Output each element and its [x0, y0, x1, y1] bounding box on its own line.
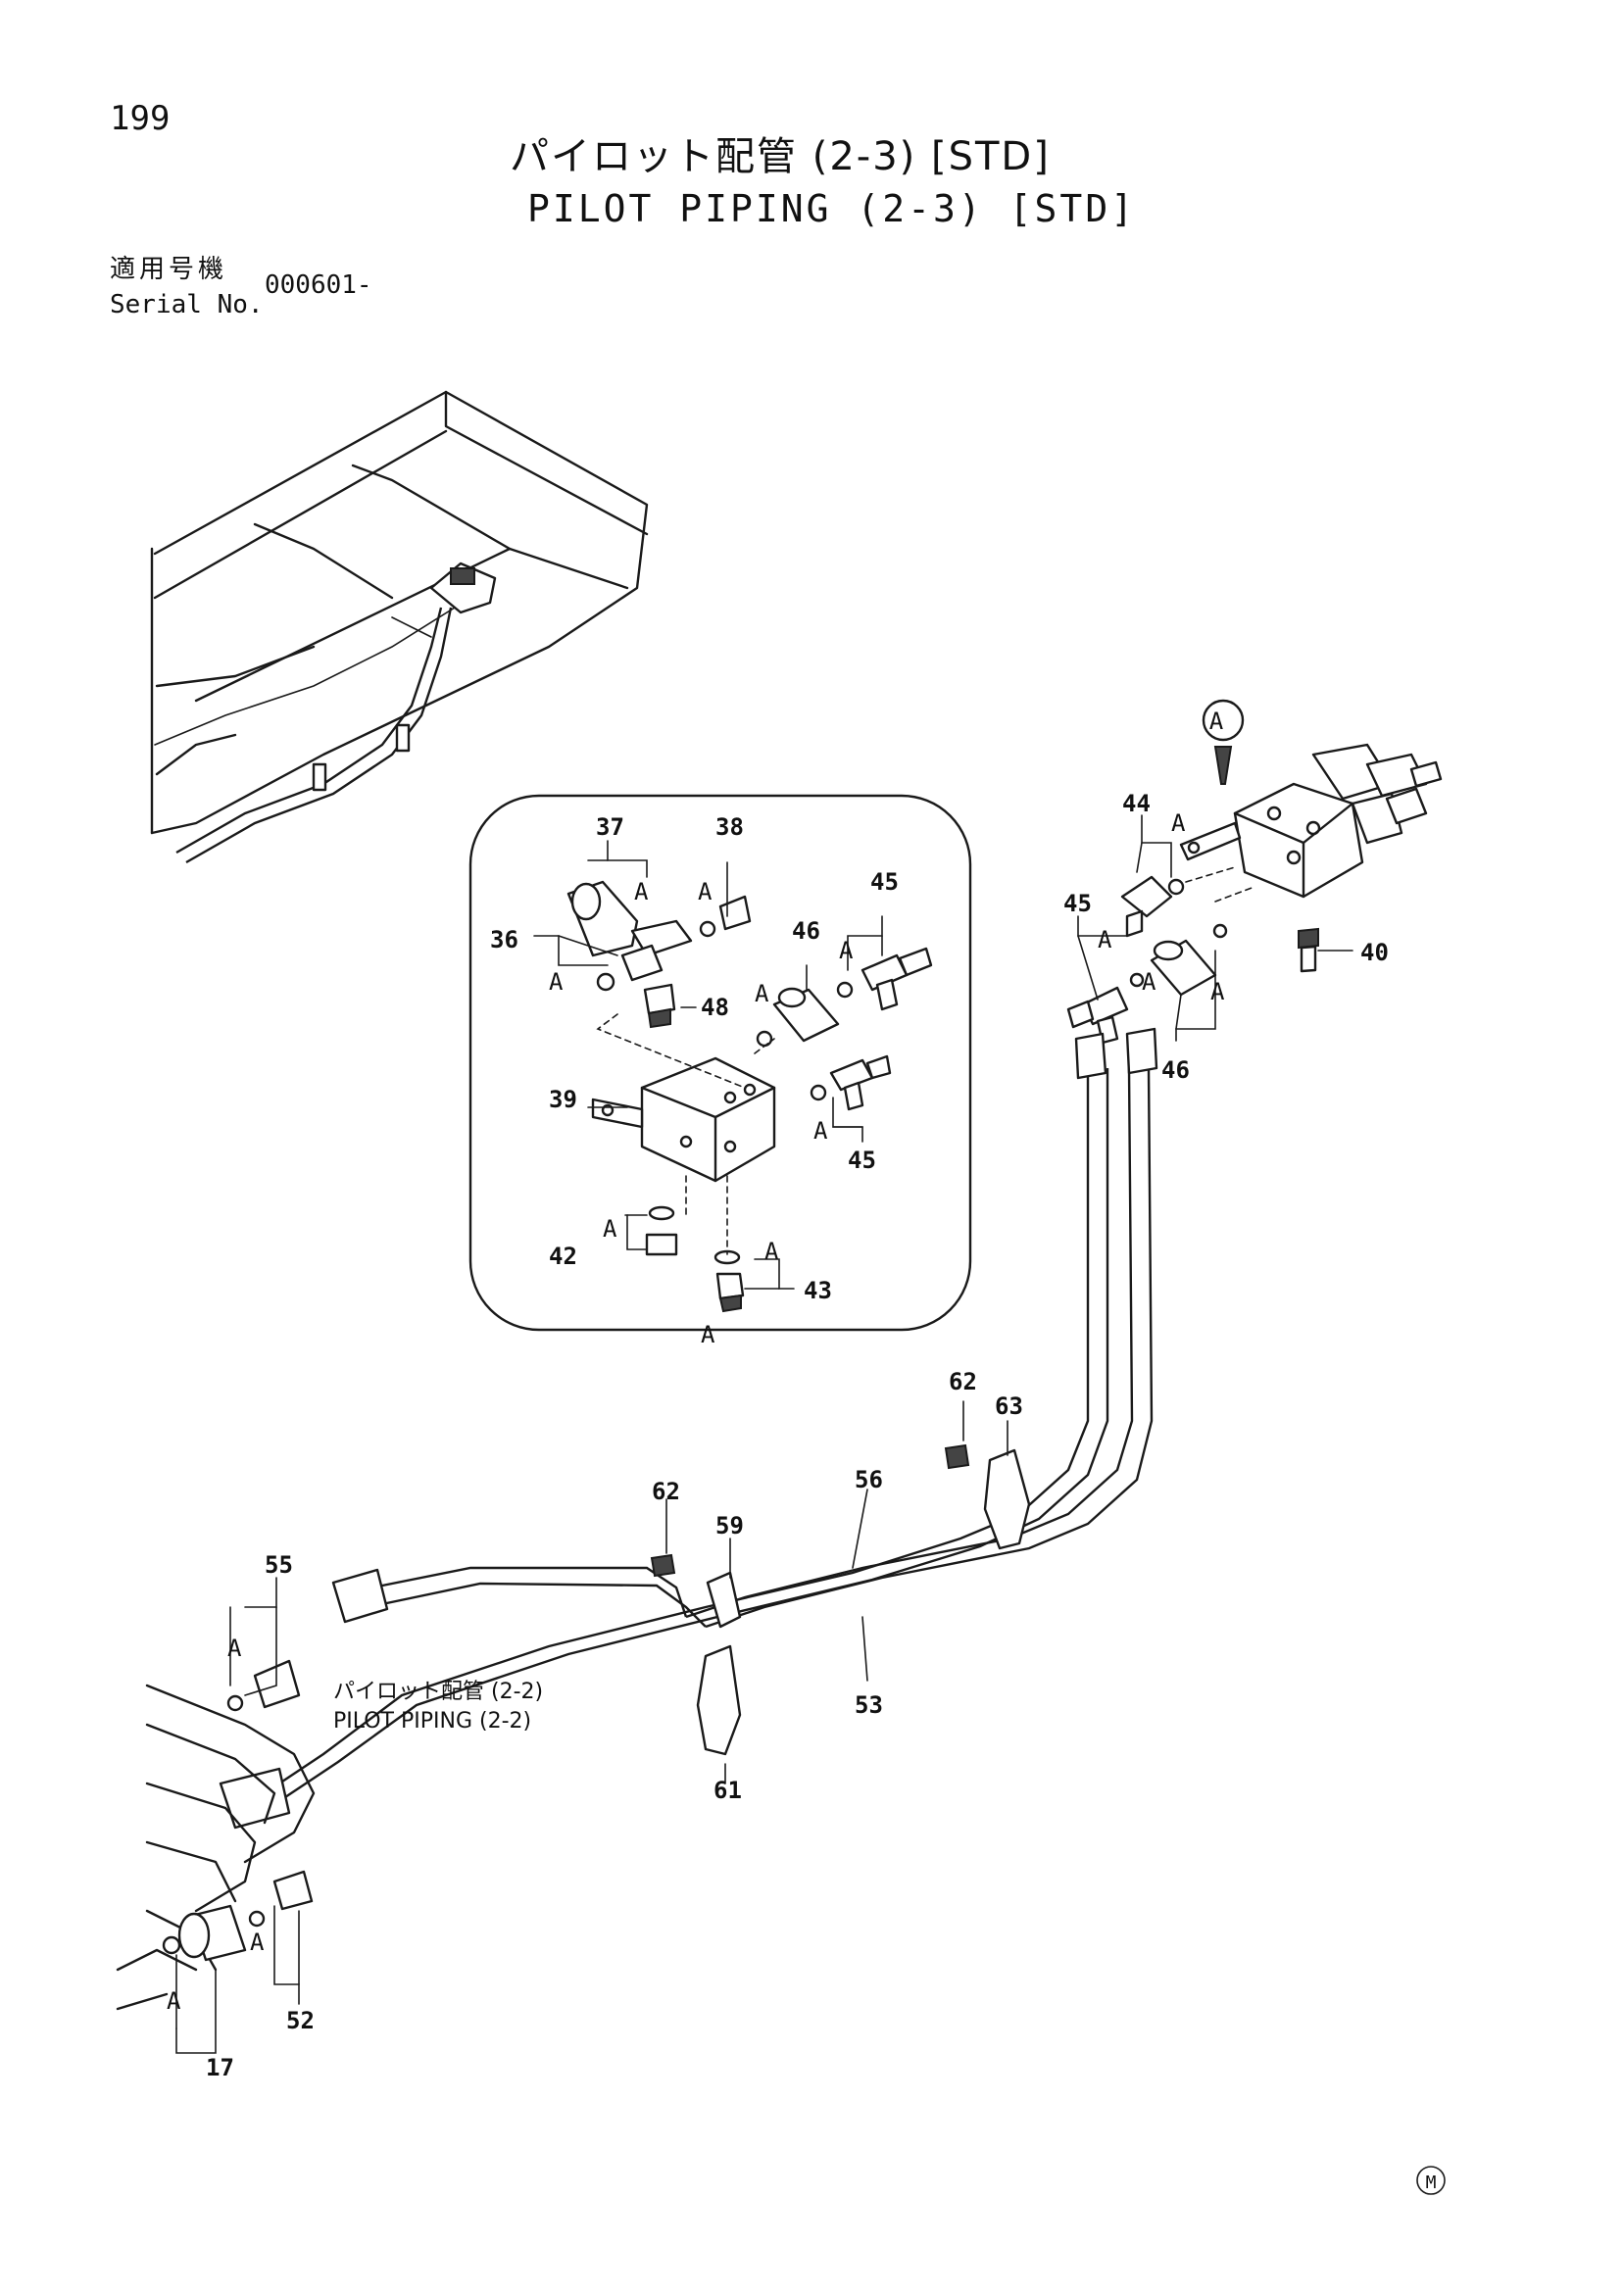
serial-label-english: Serial No.	[110, 290, 264, 319]
callout-62-right: 62	[949, 1368, 977, 1395]
callout-36: 36	[490, 926, 518, 953]
callout-59: 59	[715, 1512, 744, 1539]
callout-53: 53	[855, 1691, 883, 1719]
leader-lines	[175, 814, 1353, 2054]
callout-40: 40	[1360, 939, 1389, 966]
fitting-45-detail-lower	[810, 1054, 892, 1111]
serial-number-value: 000601-	[265, 270, 372, 300]
plug-42	[645, 1205, 678, 1256]
fitting-36	[596, 944, 664, 992]
callout-45-detail-upper: 45	[870, 868, 899, 896]
plug-43	[713, 1249, 745, 1313]
footer-mark: M	[1416, 2166, 1446, 2195]
callout-44: 44	[1122, 790, 1151, 817]
detail-view-label: A	[701, 1321, 715, 1348]
connector-label: A	[1210, 978, 1225, 1005]
connector-label: A	[764, 1238, 779, 1265]
connector-label: A	[1171, 809, 1186, 837]
page-title-japanese: パイロット配管 (2-3) [STD]	[510, 134, 1051, 179]
serial-label-japanese: 適用号機	[110, 255, 228, 284]
connector-label: A	[603, 1215, 617, 1243]
fitting-48	[643, 983, 676, 1029]
callout-17: 17	[206, 2054, 234, 2081]
cross-reference-english: PILOT PIPING (2-2)	[333, 1709, 531, 1734]
connector-label: A	[755, 980, 769, 1007]
callout-55: 55	[265, 1551, 293, 1579]
valve-block-39	[591, 1056, 776, 1183]
page-title-english: PILOT PIPING (2-3) [STD]	[527, 187, 1137, 230]
callout-63: 63	[995, 1392, 1023, 1420]
connector-label: A	[549, 968, 564, 996]
callout-43: 43	[804, 1277, 832, 1304]
right-valve-assembly	[1066, 699, 1443, 1045]
callout-62-left: 62	[652, 1478, 680, 1505]
callout-42: 42	[549, 1243, 577, 1270]
connector-label: A	[227, 1635, 242, 1662]
upper-frame-drawing	[150, 390, 649, 864]
callout-61: 61	[713, 1777, 742, 1804]
callout-39: 39	[549, 1086, 577, 1113]
connector-label: A	[1142, 968, 1156, 996]
connector-label: A	[839, 937, 854, 964]
page-number: 199	[110, 99, 171, 138]
hose-routing	[219, 1027, 1158, 1830]
connector-label: A	[634, 878, 649, 905]
callout-46-right: 46	[1161, 1056, 1190, 1084]
callout-52: 52	[286, 2007, 315, 2034]
callout-37: 37	[596, 813, 624, 841]
part-callouts: 37 38 36 48 46 45 39 45 42 43 A 44 45 46…	[206, 708, 1389, 2081]
callout-45-right: 45	[1063, 890, 1092, 917]
fitting-46-detail	[756, 987, 840, 1048]
a-connector-labels: A A A A A A A A A A A A A A A	[167, 809, 1225, 2015]
clamp-63	[944, 1443, 1031, 1550]
callout-48: 48	[701, 994, 729, 1021]
detail-view-a	[468, 794, 972, 1332]
callout-46-detail: 46	[792, 917, 820, 945]
callout-45-detail-lower: 45	[848, 1147, 876, 1174]
view-marker-label: A	[1209, 708, 1224, 735]
connector-label: A	[1098, 926, 1112, 953]
callout-56: 56	[855, 1466, 883, 1493]
connector-label: A	[698, 878, 713, 905]
cross-reference-japanese: パイロット配管 (2-2)	[333, 1680, 543, 1704]
connector-label: A	[250, 1929, 265, 1956]
connector-label: A	[167, 1987, 181, 2015]
connector-label: A	[813, 1117, 828, 1145]
fitting-45-detail-upper	[836, 947, 933, 1011]
clamp-59	[650, 1553, 742, 1629]
callout-38: 38	[715, 813, 744, 841]
clamp-61	[696, 1644, 742, 1756]
lower-left-assembly	[116, 1659, 316, 2011]
svg-text:M: M	[1426, 2173, 1437, 2193]
